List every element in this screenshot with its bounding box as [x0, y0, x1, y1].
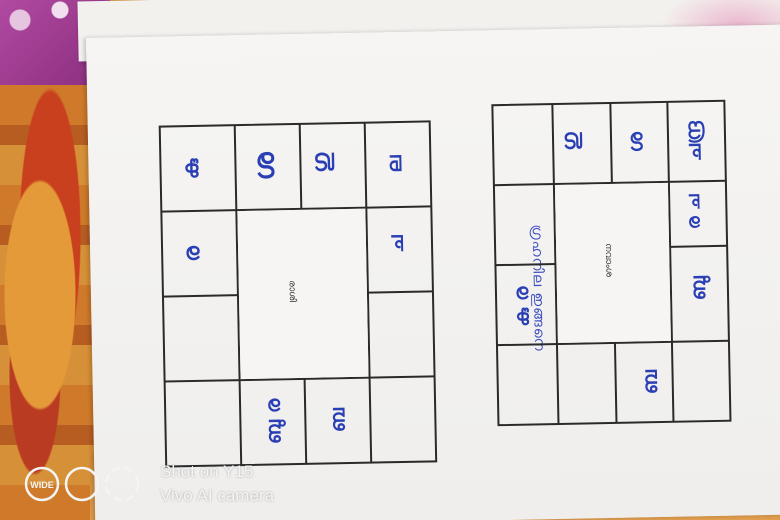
navamsa-center-label: നവാംശ — [602, 243, 614, 277]
rasi-chart: കു ശ ഗു ല ച ര ബു ര ബ രാശി — [158, 120, 438, 468]
rasi-cell-top-1: കു — [177, 158, 205, 180]
rasi-cell-bottom-2: ബ — [325, 407, 350, 433]
navamsa-cell-top-1: ഗു — [557, 132, 584, 152]
navamsa-chart: ഗു ശ ചന്ദ്ര ര ച ബു കു ര ബ നവാംശ — [491, 99, 732, 427]
rasi-cell-left-1: ര — [178, 245, 206, 263]
navamsa-cell-left-1: കു ര — [508, 286, 534, 327]
wide-badge: WIDE — [30, 480, 54, 490]
navamsa-cell-right-2: ബു — [685, 276, 711, 301]
rasi-cell-top-3: ഗു — [305, 152, 336, 174]
navamsa-cell-top-2: ശ — [623, 132, 648, 153]
navamsa-cell-top-3: ചന്ദ്ര — [680, 121, 706, 162]
watermark-line-1: Shot on Y15 — [160, 462, 254, 481]
rasi-center-label: രാശി — [286, 280, 297, 303]
navamsa-cell-bottom-1: ബ — [637, 369, 662, 395]
rasi-chart-grid — [158, 120, 438, 468]
rasi-cell-bottom-1: ബു ര — [260, 398, 286, 445]
navamsa-chart-grid — [491, 99, 732, 427]
rasi-cell-top-4: ല — [381, 155, 407, 173]
notebook-page: കു ശ ഗു ല ച ര ബു ര ബ രാശി ഗ്രഹനില ഇങ്ങനെ — [86, 24, 780, 520]
camera-lens-icons: WIDE — [24, 466, 140, 502]
rasi-cell-top-2: ശ — [247, 152, 281, 182]
rasi-cell-right-1: ച — [383, 235, 408, 253]
watermark-line-2: Vivo AI camera — [160, 486, 275, 505]
navamsa-cell-right-1: ര ച — [682, 194, 705, 230]
